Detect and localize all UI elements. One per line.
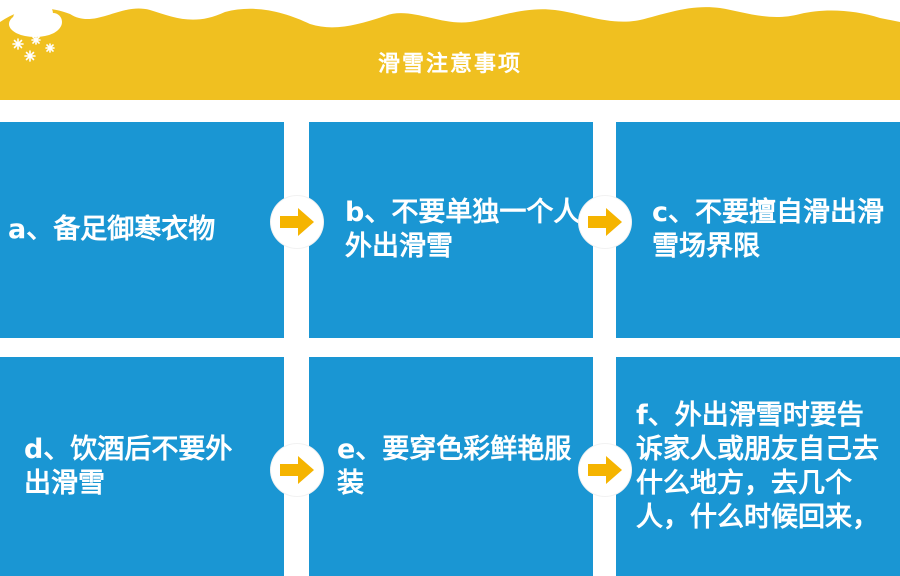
mountain-banner-shape: [0, 7, 900, 100]
arrow-right-icon: [280, 456, 314, 484]
arrow-right-icon: [280, 208, 314, 236]
tip-card-e: e、要穿色彩鲜艳服装: [309, 357, 593, 576]
tip-text: d、饮酒后不要外出滑雪: [24, 433, 233, 499]
title-banner: 滑雪注意事项: [0, 0, 900, 100]
snow-cloud-icon: [9, 1, 62, 62]
tip-text: b、不要单独一个人外出滑雪: [345, 197, 581, 262]
arrow-right-icon: [588, 208, 622, 236]
tip-text: f、外出滑雪时要告诉家人或朋友自己去什么地方，去几个人，什么时候回来，: [636, 399, 879, 533]
connector-d-e: [271, 444, 323, 496]
connector-e-f: [579, 444, 631, 496]
tip-card-c: c、不要擅自滑出滑雪场界限: [616, 122, 900, 338]
tip-card-b: b、不要单独一个人外出滑雪: [309, 122, 593, 338]
page-title: 滑雪注意事项: [377, 52, 522, 77]
connector-b-c: [579, 196, 631, 248]
tip-card-d: d、饮酒后不要外出滑雪: [0, 357, 284, 576]
tip-text: e、要穿色彩鲜艳服装: [337, 433, 572, 499]
tip-card-a: a、备足御寒衣物: [0, 122, 284, 338]
tip-text: c、不要擅自滑出滑雪场界限: [652, 197, 885, 262]
tip-text: a、备足御寒衣物: [8, 214, 216, 245]
arrow-right-icon: [588, 456, 622, 484]
tip-card-f: f、外出滑雪时要告诉家人或朋友自己去什么地方，去几个人，什么时候回来，: [616, 357, 900, 576]
connector-a-b: [271, 196, 323, 248]
